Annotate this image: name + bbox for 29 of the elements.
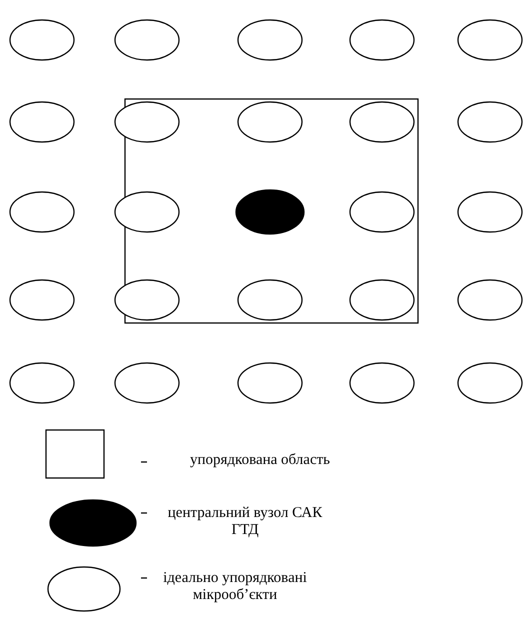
open-ellipse xyxy=(457,19,523,61)
open-ellipse xyxy=(114,19,180,61)
open-ellipse xyxy=(349,279,415,321)
region-frame xyxy=(124,98,419,324)
open-ellipse xyxy=(114,279,180,321)
open-ellipse xyxy=(457,191,523,233)
open-ellipse xyxy=(114,101,180,143)
open-ellipse xyxy=(349,191,415,233)
open-ellipse xyxy=(349,362,415,404)
open-ellipse xyxy=(457,362,523,404)
open-ellipse xyxy=(9,101,75,143)
legend-text: ідеально упорядковані мікрооб’єкти xyxy=(162,570,308,604)
open-ellipse xyxy=(9,279,75,321)
open-ellipse xyxy=(9,19,75,61)
legend-text: упорядкована область xyxy=(188,452,332,469)
legend-text: центральний вузол САК ГТД xyxy=(166,505,324,539)
open-ellipse xyxy=(9,191,75,233)
open-ellipse xyxy=(349,101,415,143)
open-ellipse xyxy=(237,362,303,404)
open-ellipse xyxy=(349,19,415,61)
open-ellipse xyxy=(237,279,303,321)
open-ellipse xyxy=(237,101,303,143)
open-ellipse xyxy=(237,19,303,61)
open-ellipse xyxy=(457,279,523,321)
open-ellipse xyxy=(114,362,180,404)
open-ellipse xyxy=(114,191,180,233)
open-ellipse xyxy=(9,362,75,404)
open-ellipse xyxy=(457,101,523,143)
filled-ellipse xyxy=(235,189,305,235)
